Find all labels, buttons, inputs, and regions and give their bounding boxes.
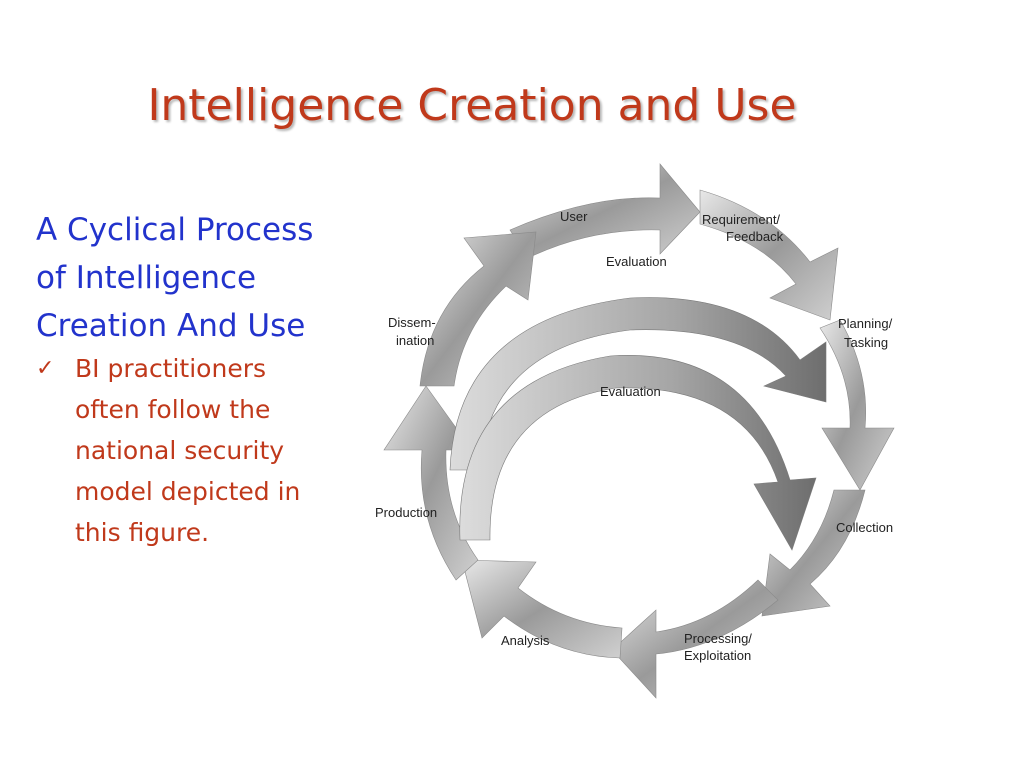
subheading-line: of Intelligence: [36, 260, 257, 296]
cycle-arrow-dissemination: [419, 231, 537, 387]
stage-label-ination: ination: [396, 333, 434, 348]
inner-loop-lower-arc: [459, 355, 817, 551]
inner-loop-upper-arc: [449, 297, 827, 471]
stage-label-production: Production: [375, 505, 437, 520]
subheading: A Cyclical Process of Intelligence Creat…: [36, 206, 366, 350]
evaluation-label-outer: Evaluation: [606, 254, 667, 269]
cycle-arrow-planning: [819, 319, 895, 491]
stage-label-collection: Collection: [836, 520, 893, 535]
stage-label-user: User: [560, 209, 588, 224]
stage-label-analysis: Analysis: [501, 633, 550, 648]
bullet-line: national security: [75, 436, 285, 465]
stage-label-tasking: Tasking: [844, 335, 888, 350]
evaluation-label-inner: Evaluation: [600, 384, 661, 399]
cycle-arrow-user: [509, 163, 701, 259]
stage-label-requirement: Requirement/: [702, 212, 780, 227]
cycle-arrow-collection: [761, 489, 866, 617]
cycle-arrow-requirement: [699, 189, 839, 321]
stage-label-feedback: Feedback: [726, 229, 784, 244]
bullet-line: this figure.: [75, 518, 210, 547]
subheading-line: A Cyclical Process: [36, 212, 314, 248]
stage-label-exploitation: Exploitation: [684, 648, 751, 663]
stage-label-planning: Planning/: [838, 316, 893, 331]
stage-label-processing: Processing/: [684, 631, 752, 646]
bullet-point: ✓ BI practitioners often follow the nati…: [36, 348, 356, 553]
stage-label-dissemination: Dissem-: [388, 315, 436, 330]
bullet-line: BI practitioners: [75, 354, 267, 383]
intelligence-cycle-diagram: User Requirement/ Feedback Evaluation Pl…: [375, 163, 895, 699]
checkmark-icon: ✓: [36, 356, 55, 381]
slide-title: Intelligence Creation and Use: [147, 80, 797, 131]
bullet-line: often follow the: [75, 395, 271, 424]
subheading-line: Creation And Use: [36, 308, 306, 344]
bullet-line: model depicted in: [75, 477, 301, 506]
